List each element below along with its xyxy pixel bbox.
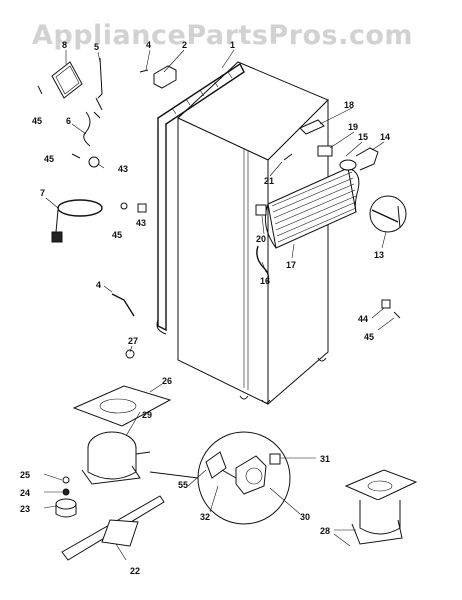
callout-22: 22 <box>130 566 140 576</box>
callout-4-top: 4 <box>146 40 151 50</box>
callout-23: 23 <box>20 504 30 514</box>
callout-45-c: 45 <box>112 230 122 240</box>
compressor-assembly <box>55 385 172 561</box>
screw-part <box>283 153 293 161</box>
callout-32: 32 <box>200 512 210 522</box>
small-parts-left <box>37 57 401 359</box>
callout-6: 6 <box>66 116 71 126</box>
upper-bracket <box>299 119 325 135</box>
callout-27: 27 <box>128 336 138 346</box>
callout-7: 7 <box>40 188 45 198</box>
callout-2: 2 <box>182 40 187 50</box>
callout-44: 44 <box>358 314 368 324</box>
callout-numbers: 1 2 4 5 8 45 6 45 43 7 45 43 4 18 19 15 … <box>20 40 390 576</box>
callout-5: 5 <box>94 42 99 52</box>
condenser-bracket <box>355 147 379 171</box>
leader-lines <box>43 49 395 561</box>
callout-14: 14 <box>380 132 390 142</box>
callout-30: 30 <box>300 512 310 522</box>
watermark-text: AppliancePartsPros.com <box>32 20 413 51</box>
callout-25: 25 <box>20 470 30 480</box>
callout-29: 29 <box>142 410 152 420</box>
replacement-compressor <box>344 469 418 545</box>
callout-1: 1 <box>230 40 235 50</box>
callout-31: 31 <box>320 454 330 464</box>
callout-8: 8 <box>62 40 67 50</box>
callout-20: 20 <box>256 234 266 244</box>
relay-detail <box>197 431 291 525</box>
callout-18: 18 <box>344 100 354 110</box>
callout-45-b: 45 <box>44 154 54 164</box>
drain-tube <box>256 245 270 283</box>
callout-17: 17 <box>286 260 296 270</box>
callout-28: 28 <box>320 526 330 536</box>
refrigerator-cabinet <box>177 61 329 406</box>
callout-55: 55 <box>178 480 188 490</box>
callout-43-b: 43 <box>136 218 146 228</box>
callout-16: 16 <box>260 276 270 286</box>
callout-21: 21 <box>264 176 274 186</box>
callout-45-d: 45 <box>364 332 374 342</box>
condenser-coil <box>264 145 360 249</box>
callout-4-bottom: 4 <box>96 280 101 290</box>
clip-part <box>255 204 267 216</box>
callout-45-a: 45 <box>32 116 42 126</box>
callout-43-a: 43 <box>118 164 128 174</box>
door-gasket <box>156 62 245 335</box>
callout-13: 13 <box>374 250 384 260</box>
callout-19: 19 <box>348 122 358 132</box>
callout-26: 26 <box>162 376 172 386</box>
drier-detail <box>369 195 407 233</box>
callout-15: 15 <box>358 132 368 142</box>
callout-24: 24 <box>20 488 30 498</box>
relay-leader <box>149 471 199 479</box>
